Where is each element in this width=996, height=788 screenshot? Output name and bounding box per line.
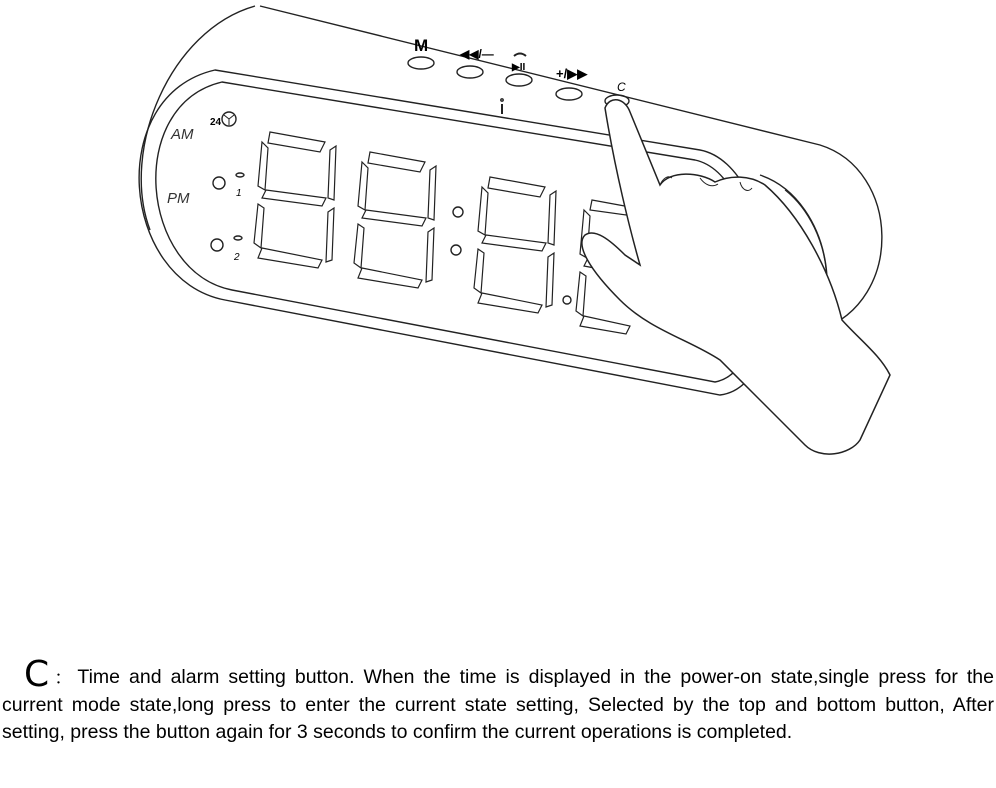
pm-indicator: PM bbox=[167, 190, 190, 207]
24-hour-indicator: 24 bbox=[210, 111, 237, 128]
digit-3 bbox=[473, 176, 557, 314]
play-pause-button[interactable]: ▶II bbox=[505, 52, 533, 87]
hand-icon bbox=[581, 99, 891, 455]
caption-paragraph: C：Time and alarm setting button. When th… bbox=[2, 656, 994, 746]
am-indicator: AM bbox=[170, 126, 194, 143]
alarm-1-indicator: 1 bbox=[212, 172, 245, 199]
phone-icon bbox=[513, 52, 527, 57]
microphone-icon bbox=[500, 98, 504, 114]
svg-text:◀◀/—: ◀◀/— bbox=[459, 47, 494, 61]
caption-separator: ： bbox=[51, 669, 74, 687]
svg-text:2: 2 bbox=[233, 252, 240, 263]
svg-text:C: C bbox=[617, 80, 626, 94]
time-colon bbox=[450, 206, 572, 305]
next-volume-up-button[interactable]: +/▶▶ bbox=[555, 66, 588, 101]
mode-button[interactable]: M bbox=[407, 36, 435, 70]
caption-text: Time and alarm setting button. When the … bbox=[2, 665, 994, 743]
svg-text:+/▶▶: +/▶▶ bbox=[556, 66, 588, 81]
svg-text:▶II: ▶II bbox=[511, 62, 525, 73]
digit-2 bbox=[353, 151, 437, 289]
prev-volume-down-button[interactable]: ◀◀/— bbox=[456, 47, 494, 79]
alarm-clock-icon bbox=[212, 176, 226, 190]
svg-text:24: 24 bbox=[210, 117, 222, 128]
alarm-clock-icon bbox=[210, 238, 224, 252]
svg-text:M: M bbox=[414, 36, 428, 55]
caption-key: C bbox=[24, 653, 50, 695]
alarm-2-indicator: 2 bbox=[210, 235, 243, 263]
alarm-clock-illustration: M ◀◀/— ▶II +/▶▶ C AM PM 24 1 2 bbox=[138, 5, 891, 455]
svg-text:1: 1 bbox=[236, 188, 242, 199]
clock-icon bbox=[221, 111, 237, 127]
digit-1 bbox=[253, 131, 337, 269]
